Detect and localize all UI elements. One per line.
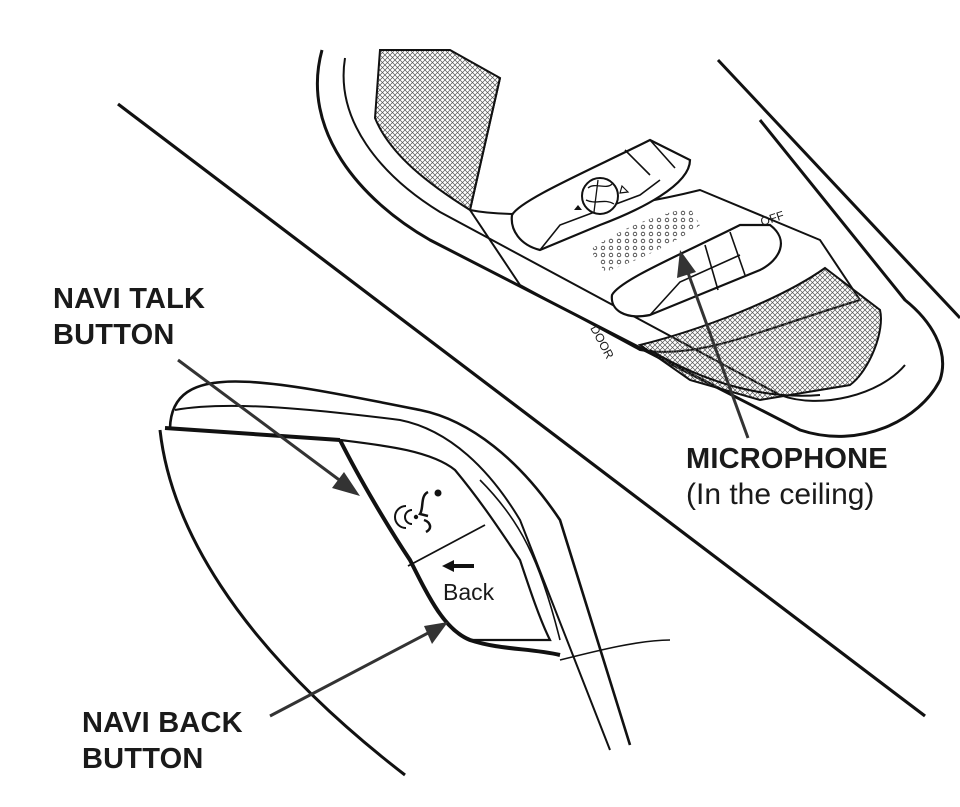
lower-lamp-lens — [637, 266, 882, 402]
off-label: OFF — [759, 208, 786, 229]
voice-talk-icon — [394, 489, 442, 534]
navi-talk-line2: BUTTON — [53, 319, 175, 351]
overhead-console: OFF DOOR — [315, 49, 945, 438]
navi-back-line1: NAVI BACK — [82, 707, 243, 739]
microphone-leader-arrow — [677, 250, 750, 439]
microphone-grille — [590, 208, 700, 272]
navi-back-callout: NAVI BACK BUTTON — [82, 705, 243, 777]
door-label: DOOR — [587, 323, 616, 362]
navi-talk-line1: NAVI TALK — [53, 283, 206, 315]
map-light-switch — [510, 138, 692, 252]
navi-talk-callout: NAVI TALK BUTTON — [53, 281, 205, 353]
steering-wheel — [158, 380, 671, 777]
map-light-icon — [574, 177, 630, 215]
navi-back-line2: BUTTON — [82, 743, 204, 775]
ceiling-edge-line — [716, 58, 960, 320]
back-arrow-icon — [442, 560, 474, 572]
microphone-callout: MICROPHONE (In the ceiling) — [686, 441, 888, 513]
back-leader-arrow — [269, 622, 448, 718]
back-label: Back — [443, 579, 495, 605]
windshield-edge-line — [117, 102, 926, 718]
microphone-line1: MICROPHONE — [686, 443, 888, 475]
steering-switch-pad: Back — [338, 438, 561, 657]
upper-lamp-lens — [373, 49, 502, 212]
microphone-line2: (In the ceiling) — [686, 478, 875, 511]
talk-leader-arrow — [177, 358, 360, 496]
